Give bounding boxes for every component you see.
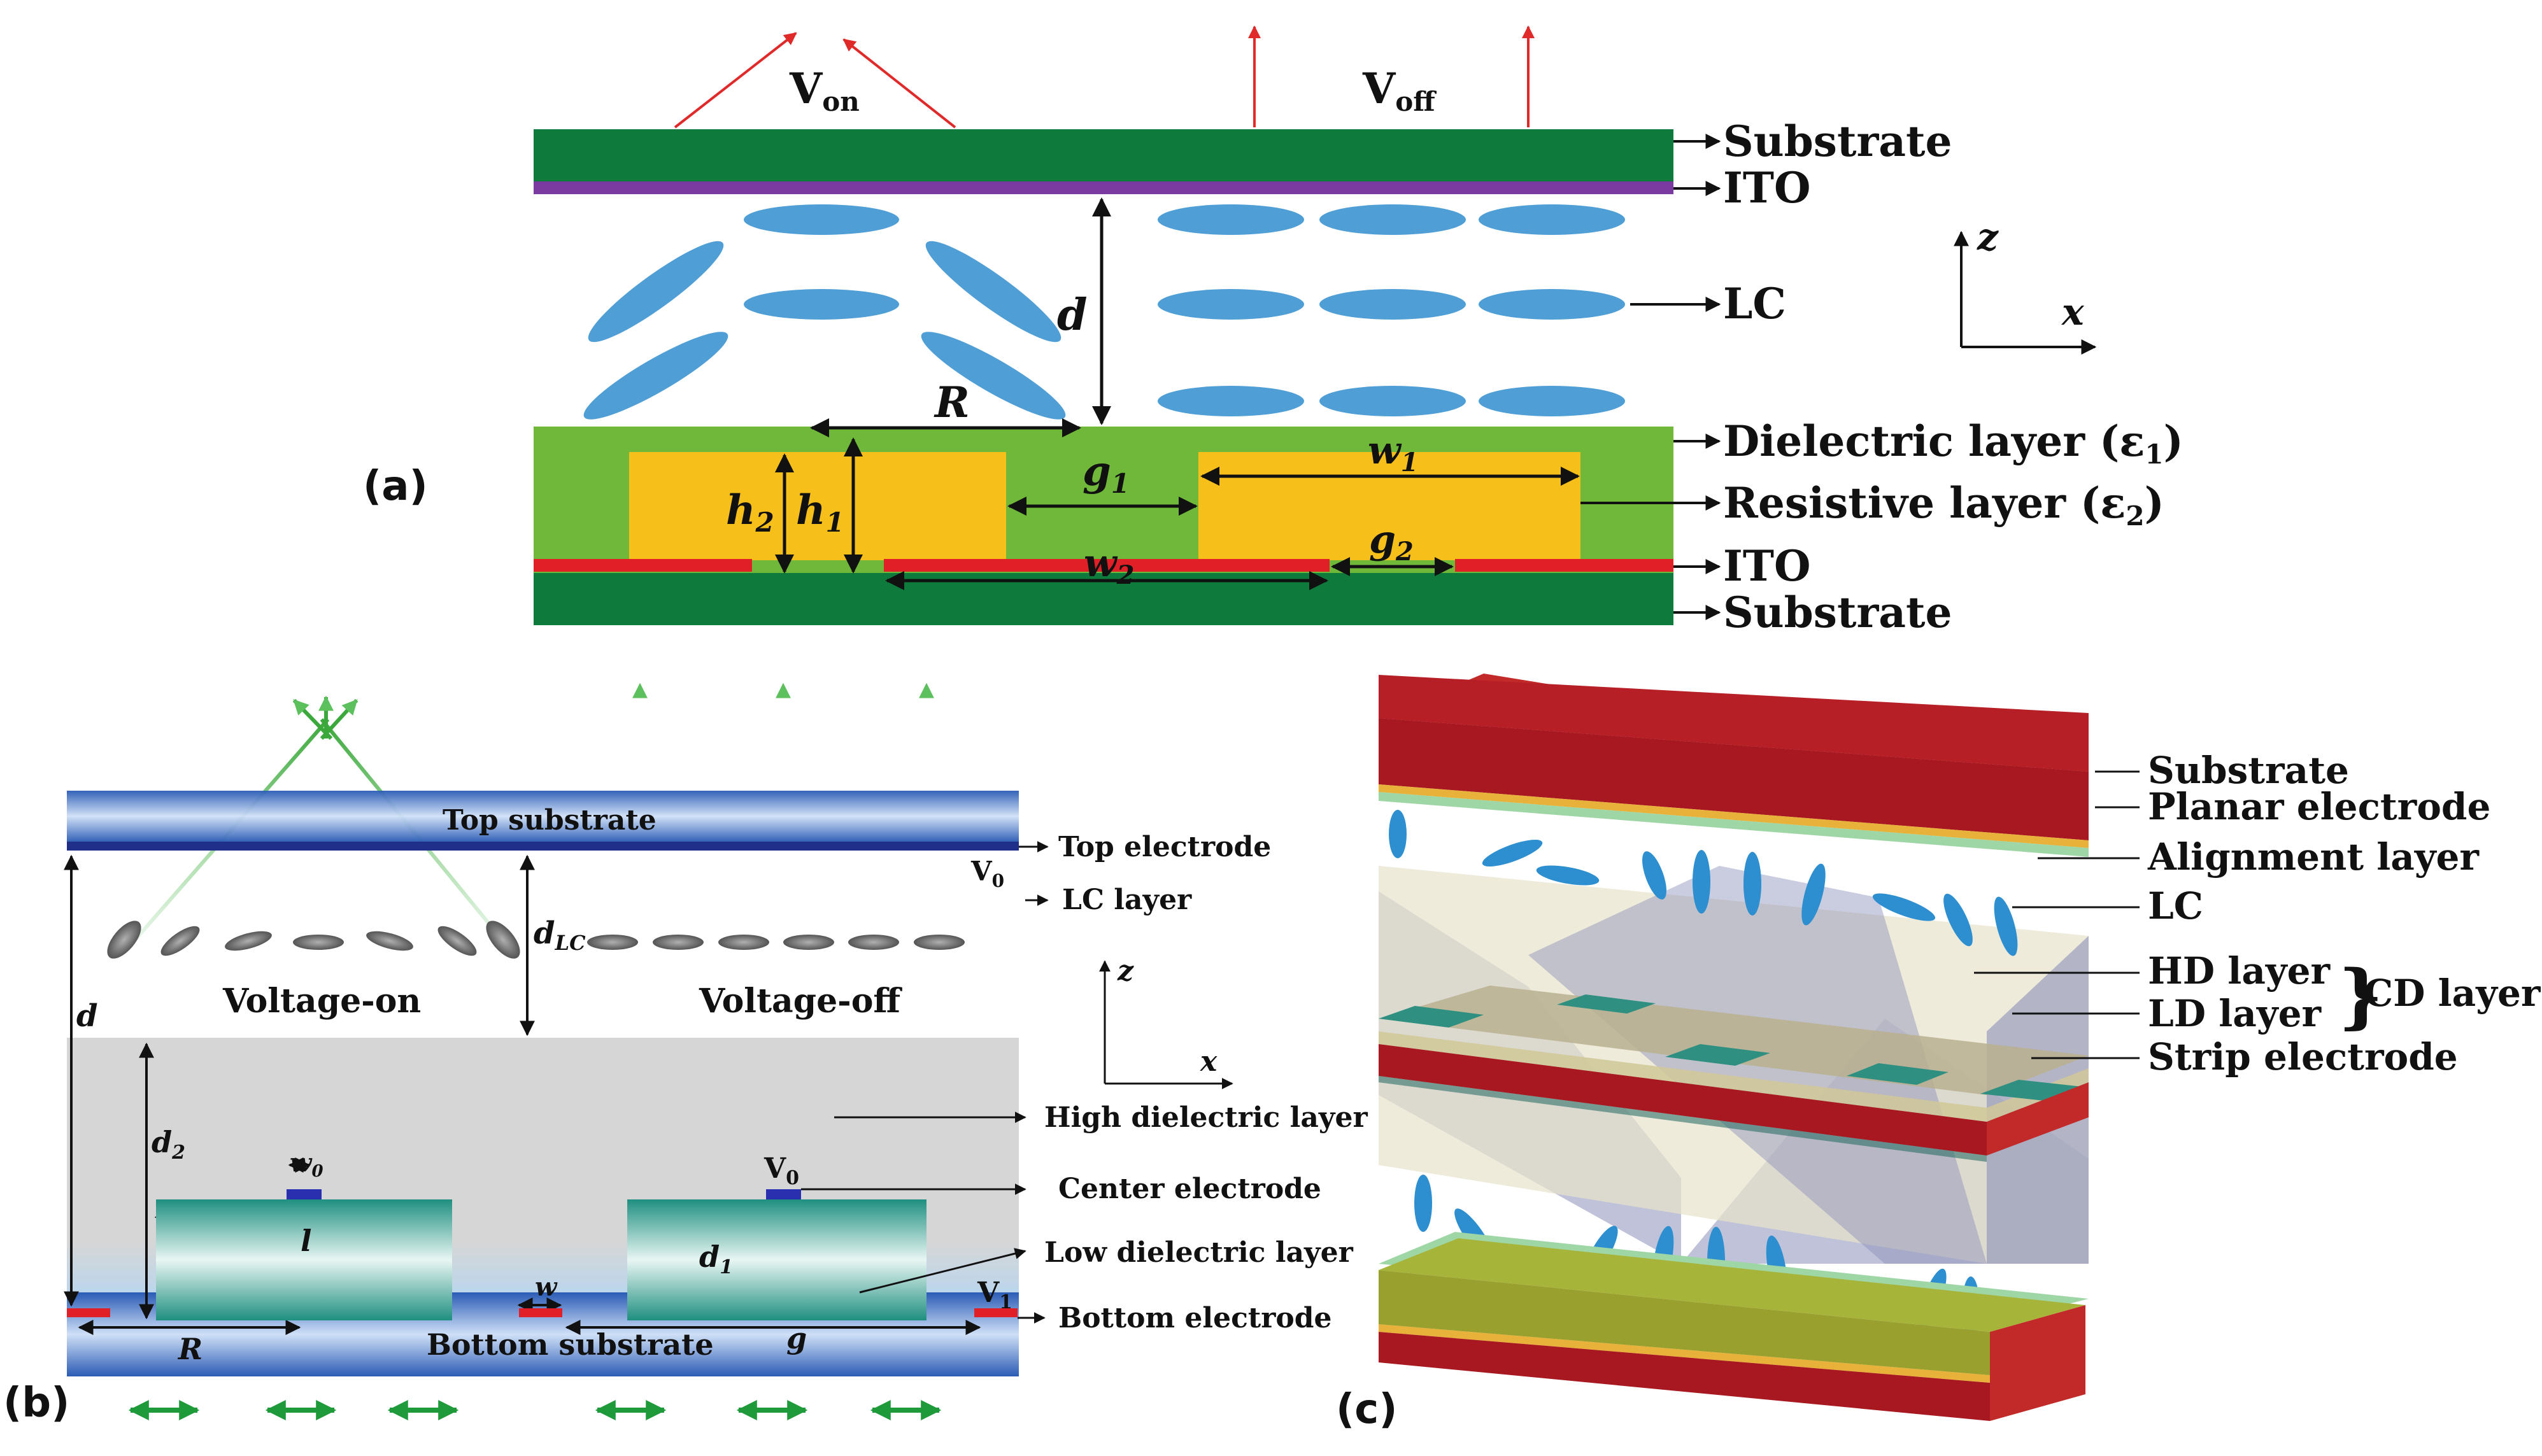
label-voltage-on: Voltage-on	[222, 982, 421, 1021]
bottom-electrode-c	[1379, 1324, 1990, 1383]
label-pointers-a	[1580, 134, 1721, 620]
label-lc-a: LC	[1723, 279, 1786, 329]
w2-symbol: w2	[1084, 541, 1135, 590]
top-substrate	[534, 129, 1673, 181]
label-alignment-layer: Alignment layer	[2147, 835, 2480, 879]
axes-b	[1099, 960, 1233, 1089]
axes-a	[1954, 230, 2097, 355]
ito-right	[1455, 559, 1673, 572]
bottom-substrate-c-front	[1379, 1332, 1990, 1421]
top-substrate-b	[67, 791, 1019, 842]
label-top-electrode: Top electrode	[1058, 831, 1271, 863]
g-symbol: g	[786, 1321, 807, 1355]
label-top-substrate: Top substrate	[443, 804, 657, 837]
bottom-electrode-3	[974, 1308, 1018, 1317]
g1-symbol: g1	[1083, 448, 1130, 499]
low-dielectric-block-left	[156, 1199, 452, 1320]
label-lc-c: LC	[2148, 884, 2203, 928]
dimension-lines-a	[775, 418, 1580, 590]
low-dielectric-block-right	[627, 1199, 927, 1320]
l-symbol: l	[301, 1224, 311, 1258]
label-voltage-off: Voltage-off	[699, 982, 902, 1021]
ito-left	[534, 559, 752, 572]
h1-symbol: h1	[796, 486, 844, 538]
label-center-electrode: Center electrode	[1058, 1173, 1321, 1205]
alignment-layer-top	[1379, 792, 2089, 857]
v1-label: V1	[977, 1276, 1012, 1313]
bottom-green-top	[1379, 1238, 2085, 1332]
voltage-on-ray-heads	[292, 695, 359, 740]
label-ito-bottom-a: ITO	[1723, 541, 1810, 591]
g2-symbol: g2	[1369, 518, 1414, 567]
h2-symbol: h2	[726, 486, 774, 538]
top-electrode-b	[67, 842, 1019, 851]
bottom-electrode-2	[519, 1308, 562, 1317]
lc-molecules-b	[107, 921, 965, 959]
label-dielectric: Dielectric layer (ε1)	[1723, 416, 2183, 470]
label-hd-layer: HD layer	[2148, 949, 2331, 993]
d1-symbol: d1	[699, 1240, 733, 1278]
panel-tag-b: (b)	[3, 1380, 69, 1427]
label-substrate-top-a: Substrate	[1723, 117, 1952, 166]
label-substrate-bottom-a: Substrate	[1723, 588, 1952, 637]
axis-z-b: z	[1117, 955, 1134, 987]
lc-molecules-a	[583, 204, 1625, 420]
middle-substrate-side	[1987, 1082, 2089, 1156]
w0-symbol: w0	[290, 1148, 323, 1181]
ld-layer-c	[1379, 1031, 2089, 1122]
axis-x-a: x	[2061, 290, 2085, 334]
panel-tag-a: (a)	[363, 463, 428, 510]
bottom-electrode-1	[67, 1308, 110, 1317]
d-symbol-b: d	[76, 998, 98, 1034]
panel-b: Top substrate Voltage-on Voltage-off	[3, 682, 1368, 1427]
v0-top-label: V0	[970, 856, 1004, 891]
center-electrode-right	[766, 1189, 801, 1199]
panel-c: Substrate Planar electrode Alignment lay…	[1336, 674, 2541, 1433]
resistive-block-left	[629, 452, 1006, 573]
label-bottom-substrate: Bottom substrate	[427, 1327, 714, 1362]
center-electrode-left	[287, 1189, 322, 1199]
r-symbol-b: R	[177, 1332, 202, 1366]
w1-symbol: w1	[1368, 428, 1419, 477]
panel-tag-c: (c)	[1336, 1386, 1397, 1433]
top-ito	[534, 181, 1673, 194]
label-high-dielectric: High dielectric layer	[1044, 1101, 1368, 1134]
von-rays	[674, 25, 1535, 129]
planar-electrode-c	[1379, 784, 2089, 848]
cd-brace: }	[2338, 954, 2383, 1036]
axis-x-b: x	[1200, 1045, 1218, 1078]
label-resistive: Resistive layer (ε2)	[1723, 478, 2164, 532]
v0-mid-label: V0	[763, 1152, 799, 1189]
middle-substrate-front	[1379, 1044, 1987, 1156]
v-on-label: Von	[789, 64, 860, 117]
label-ito-top-a: ITO	[1723, 163, 1810, 213]
lc-molecules-c-top	[1389, 810, 2018, 956]
ito-center	[884, 559, 1330, 572]
label-cd-layer: CD layer	[2364, 972, 2541, 1015]
middle-substrate-edge	[1379, 1076, 1987, 1162]
dlc-symbol: dLC	[534, 915, 586, 955]
v-off-label: Voff	[1362, 64, 1437, 117]
top-substrate-c-top-face	[1379, 675, 2089, 772]
label-pointers-b	[801, 841, 1049, 1324]
bottom-substrate-c-side	[1990, 1305, 2085, 1421]
label-strip-electrode: Strip electrode	[2148, 1035, 2458, 1078]
label-ld-layer: LD layer	[2148, 992, 2322, 1035]
d2-symbol: d2	[152, 1125, 185, 1164]
label-planar-electrode: Planar electrode	[2148, 785, 2490, 828]
label-substrate-c: Substrate	[2148, 749, 2349, 792]
w-symbol: w	[535, 1272, 558, 1302]
label-bottom-electrode: Bottom electrode	[1058, 1302, 1332, 1334]
top-substrate-c-front	[1379, 718, 2089, 840]
label-low-dielectric: Low dielectric layer	[1044, 1236, 1354, 1269]
bottom-substrate-c-top-face	[1379, 1270, 1990, 1375]
label-lc-layer: LC layer	[1062, 884, 1192, 916]
r-symbol-a: R	[934, 378, 970, 427]
panel-a: Von Voff d	[363, 25, 2183, 637]
axis-z-a: z	[1977, 215, 1999, 258]
d-symbol-a: d	[1057, 290, 1088, 341]
label-pointers-c	[1974, 770, 2140, 1059]
